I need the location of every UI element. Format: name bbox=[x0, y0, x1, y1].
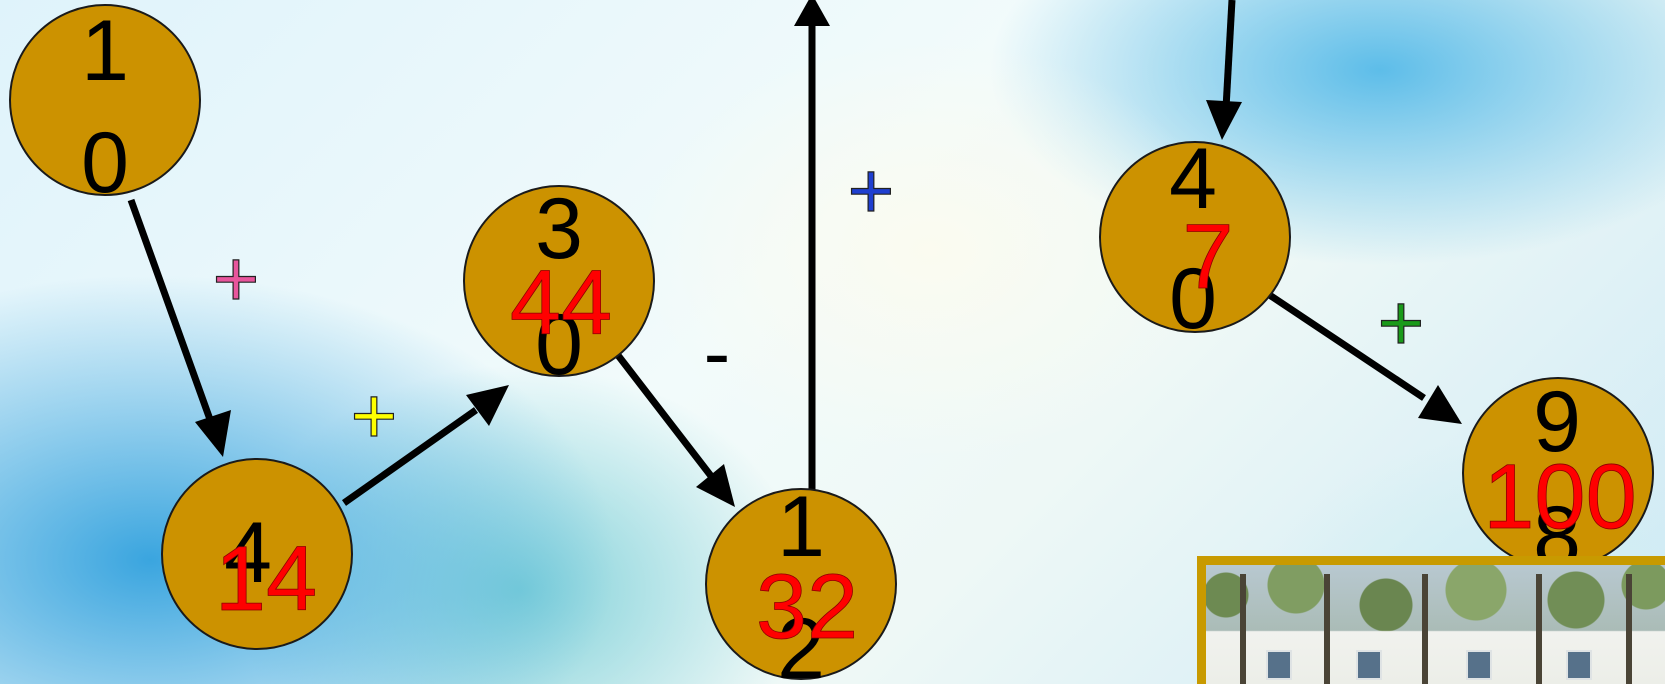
node-5: 4 0 7 bbox=[1099, 131, 1291, 347]
node-circle bbox=[161, 458, 353, 650]
node-bottom-number: 0 bbox=[1169, 251, 1217, 347]
arrows bbox=[127, 0, 1462, 507]
operator-minus-black: - bbox=[704, 308, 731, 397]
arrow-head-in-n5 bbox=[1206, 100, 1242, 140]
node-top-number: 1 bbox=[81, 3, 129, 99]
node-circle bbox=[9, 4, 201, 196]
node-circle bbox=[705, 488, 897, 680]
node-2: 4 14 bbox=[161, 458, 353, 650]
tree-trunk bbox=[1324, 574, 1330, 684]
arrow-head-n2-n3 bbox=[466, 385, 509, 426]
node-bottom-number: 4 bbox=[224, 505, 272, 601]
node-bottom-number: 0 bbox=[81, 115, 129, 211]
operator-plus-green: + bbox=[1378, 278, 1425, 367]
operator-plus-yellow: + bbox=[351, 371, 398, 460]
node-result-number: 44 bbox=[510, 252, 612, 354]
node-result-number: 32 bbox=[756, 556, 858, 658]
arrow-n3-n4 bbox=[614, 351, 714, 479]
node-1: 1 0 bbox=[9, 3, 201, 211]
arrow-head-n1-n2 bbox=[195, 410, 231, 457]
operators: + + - + + bbox=[212, 145, 1425, 460]
operator-plus-blue: + bbox=[848, 146, 895, 235]
operator-plus-pink: + bbox=[213, 234, 260, 323]
building-window bbox=[1356, 650, 1382, 680]
node-bottom-number: 2 bbox=[777, 601, 825, 684]
node-top-number: 9 bbox=[1533, 374, 1581, 470]
node-result-number: 100 bbox=[1483, 446, 1637, 548]
building-window bbox=[1266, 650, 1292, 680]
node-3: 3 0 44 bbox=[463, 181, 655, 393]
arrow-head-n4-up bbox=[794, 0, 830, 26]
node-top-number: 4 bbox=[1169, 131, 1217, 227]
tree-trunk bbox=[1536, 574, 1542, 684]
building-window bbox=[1566, 650, 1592, 680]
node-top-number: 3 bbox=[535, 181, 583, 277]
node-4: 1 2 32 bbox=[705, 479, 897, 684]
node-bottom-number: 0 bbox=[535, 297, 583, 393]
school-building-photo bbox=[1197, 556, 1665, 684]
node-result-number: 14 bbox=[215, 528, 317, 630]
arrow-in-n5 bbox=[1222, 0, 1236, 109]
arrow-n5-n6 bbox=[1263, 289, 1426, 401]
node-6: 9 8 100 bbox=[1462, 374, 1654, 585]
arrow-n2-n3 bbox=[341, 407, 479, 506]
tree-trunk bbox=[1626, 574, 1632, 684]
node-result-number: 7 bbox=[1182, 206, 1233, 308]
node-circle bbox=[1099, 141, 1291, 333]
tree-trunk bbox=[1240, 574, 1246, 684]
arrow-head-n3-n4 bbox=[696, 464, 735, 507]
node-top-number: 1 bbox=[777, 479, 825, 575]
arrow-n1-n2 bbox=[127, 198, 216, 427]
tree-trunk bbox=[1422, 574, 1428, 684]
building-window bbox=[1466, 650, 1492, 680]
arrow-head-n5-n6 bbox=[1418, 385, 1462, 424]
node-circle bbox=[463, 185, 655, 377]
